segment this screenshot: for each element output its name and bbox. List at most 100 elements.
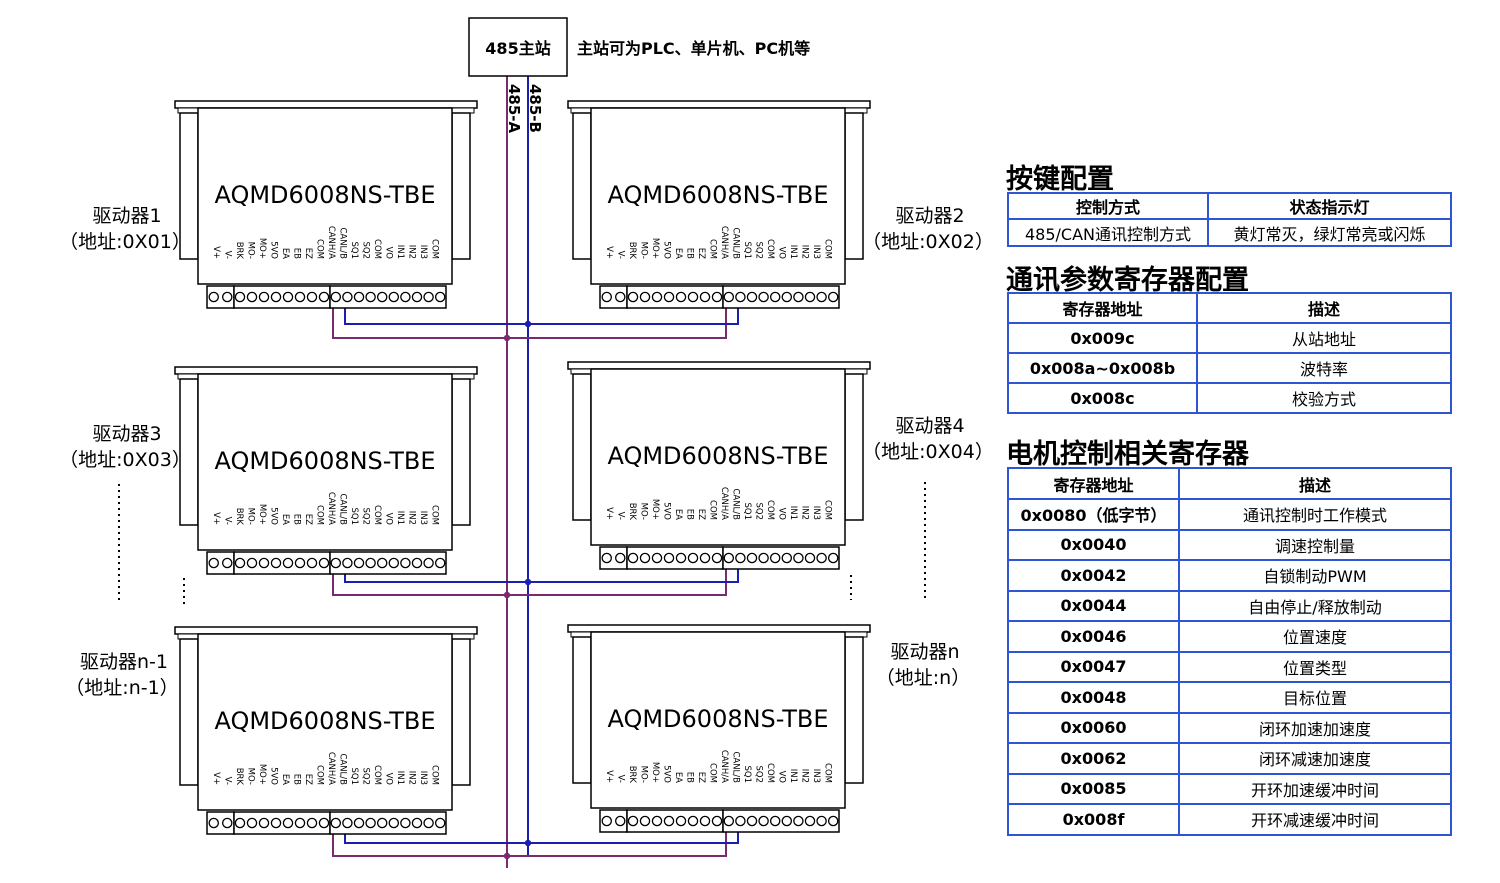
description-cell: 开环减速缓冲时间: [1178, 803, 1452, 836]
terminal-screw: [781, 291, 793, 303]
terminal-screw: [687, 291, 699, 303]
pin-label: CANH/A: [326, 226, 336, 259]
terminal-screw: [816, 291, 827, 303]
terminal-screw: [353, 557, 365, 569]
driver-name-label: 驱动器3: [92, 423, 161, 445]
terminal-screw: [411, 817, 423, 829]
description-cell: 位置类型: [1178, 650, 1452, 683]
driver-body: [197, 633, 453, 811]
junction-dot: [524, 839, 532, 847]
description-cell: 自由停止/释放制动: [1178, 589, 1452, 622]
driver-side-rail: [451, 112, 471, 260]
driver-side-rail: [844, 373, 864, 521]
terminal-screw: [627, 552, 639, 564]
description-cell: 校验方式: [1196, 382, 1452, 414]
terminal-screw: [735, 552, 746, 564]
driver-address-label: （地址:0X04）: [862, 441, 994, 463]
terminal-block: [329, 285, 447, 309]
terminal-screw: [758, 291, 769, 303]
terminal-screw: [234, 817, 246, 829]
terminal-screw: [294, 291, 306, 303]
description-cell: 自锁制动PWM: [1178, 559, 1452, 592]
driver-side-rail: [844, 636, 864, 784]
terminal-screw: [793, 815, 804, 827]
pin-label: COM: [708, 763, 718, 783]
driver-side-rail: [572, 112, 592, 260]
terminal-screw: [675, 815, 687, 827]
driver-model-label: AQMD6008NS-TBE: [214, 181, 435, 209]
terminal-screw: [376, 291, 388, 303]
terminal-screw: [400, 557, 411, 569]
terminal-screw: [246, 291, 258, 303]
terminal-screw: [651, 552, 663, 564]
pin-label: V+: [604, 246, 614, 259]
driver-model-label: AQMD6008NS-TBE: [607, 181, 828, 209]
terminal-screw: [423, 291, 434, 303]
pin-label: IN3: [418, 245, 428, 259]
terminal-screw: [651, 815, 663, 827]
terminal-screw: [365, 817, 376, 829]
terminal-screw: [270, 817, 282, 829]
terminal-screw: [816, 552, 827, 564]
driver-model-label: AQMD6008NS-TBE: [607, 705, 828, 733]
driver-name-label: 驱动器n-1: [80, 651, 168, 673]
terminal-screw: [627, 815, 639, 827]
terminal-screw: [376, 557, 388, 569]
pin-label: CANH/A: [719, 487, 729, 520]
pin-label: BRK: [234, 768, 244, 786]
line-a-label: 485-A: [505, 84, 523, 134]
pin-label: CANL/B: [338, 753, 348, 785]
register-address-cell: 0x0085: [1007, 772, 1180, 805]
pin-label: IN2: [407, 771, 417, 785]
master-station-note: 主站可为PLC、单片机、PC机等: [577, 39, 810, 58]
pin-label: CANL/B: [731, 488, 741, 520]
pin-label: V+: [211, 246, 221, 259]
terminal-screw: [423, 817, 434, 829]
driver-address-label: （地址:n-1）: [65, 677, 178, 699]
terminal-block: [329, 551, 447, 575]
terminal-screw: [330, 817, 342, 829]
pin-label: IN1: [395, 771, 405, 785]
pin-label: V-: [616, 251, 626, 259]
terminal-screw: [769, 815, 781, 827]
pin-label: IN3: [811, 769, 821, 783]
pin-label: VO: [777, 247, 787, 260]
driver-name-label: 驱动器n: [890, 641, 959, 663]
pin-label: EB: [685, 509, 695, 520]
register-address-cell: 0x0062: [1007, 742, 1180, 775]
pin-label: SQ1: [349, 508, 359, 526]
terminal-screw: [827, 291, 839, 303]
pin-label: IN3: [418, 511, 428, 525]
terminal-block: [722, 809, 840, 833]
driver-top-plate: [174, 626, 478, 635]
pin-label: COM: [765, 239, 775, 259]
description-cell: 目标位置: [1178, 681, 1452, 714]
terminal-screw: [735, 291, 746, 303]
junction-dot: [524, 320, 532, 328]
terminal-screw: [601, 291, 613, 303]
pin-label: COM: [823, 763, 833, 783]
pin-label: V+: [604, 770, 614, 783]
can-b-wire: [344, 308, 739, 325]
junction-dot: [503, 852, 511, 860]
pin-label: MO+: [650, 762, 660, 783]
terminal-screw: [365, 557, 376, 569]
pin-label: COM: [372, 505, 382, 525]
terminal-screw: [723, 291, 735, 303]
pin-label: EB: [292, 774, 302, 785]
terminal-screw: [258, 817, 270, 829]
pin-label: V-: [223, 251, 233, 259]
pin-label: IN1: [788, 245, 798, 259]
terminal-screw: [639, 815, 651, 827]
table-header-cell: 寄存器地址: [1007, 467, 1180, 500]
pin-label: BRK: [627, 242, 637, 260]
pin-label: MO+: [257, 504, 267, 525]
pin-label: SQ1: [742, 766, 752, 784]
terminal-block: [329, 811, 447, 835]
junction-dot: [524, 578, 532, 586]
terminal-screw: [208, 557, 219, 569]
